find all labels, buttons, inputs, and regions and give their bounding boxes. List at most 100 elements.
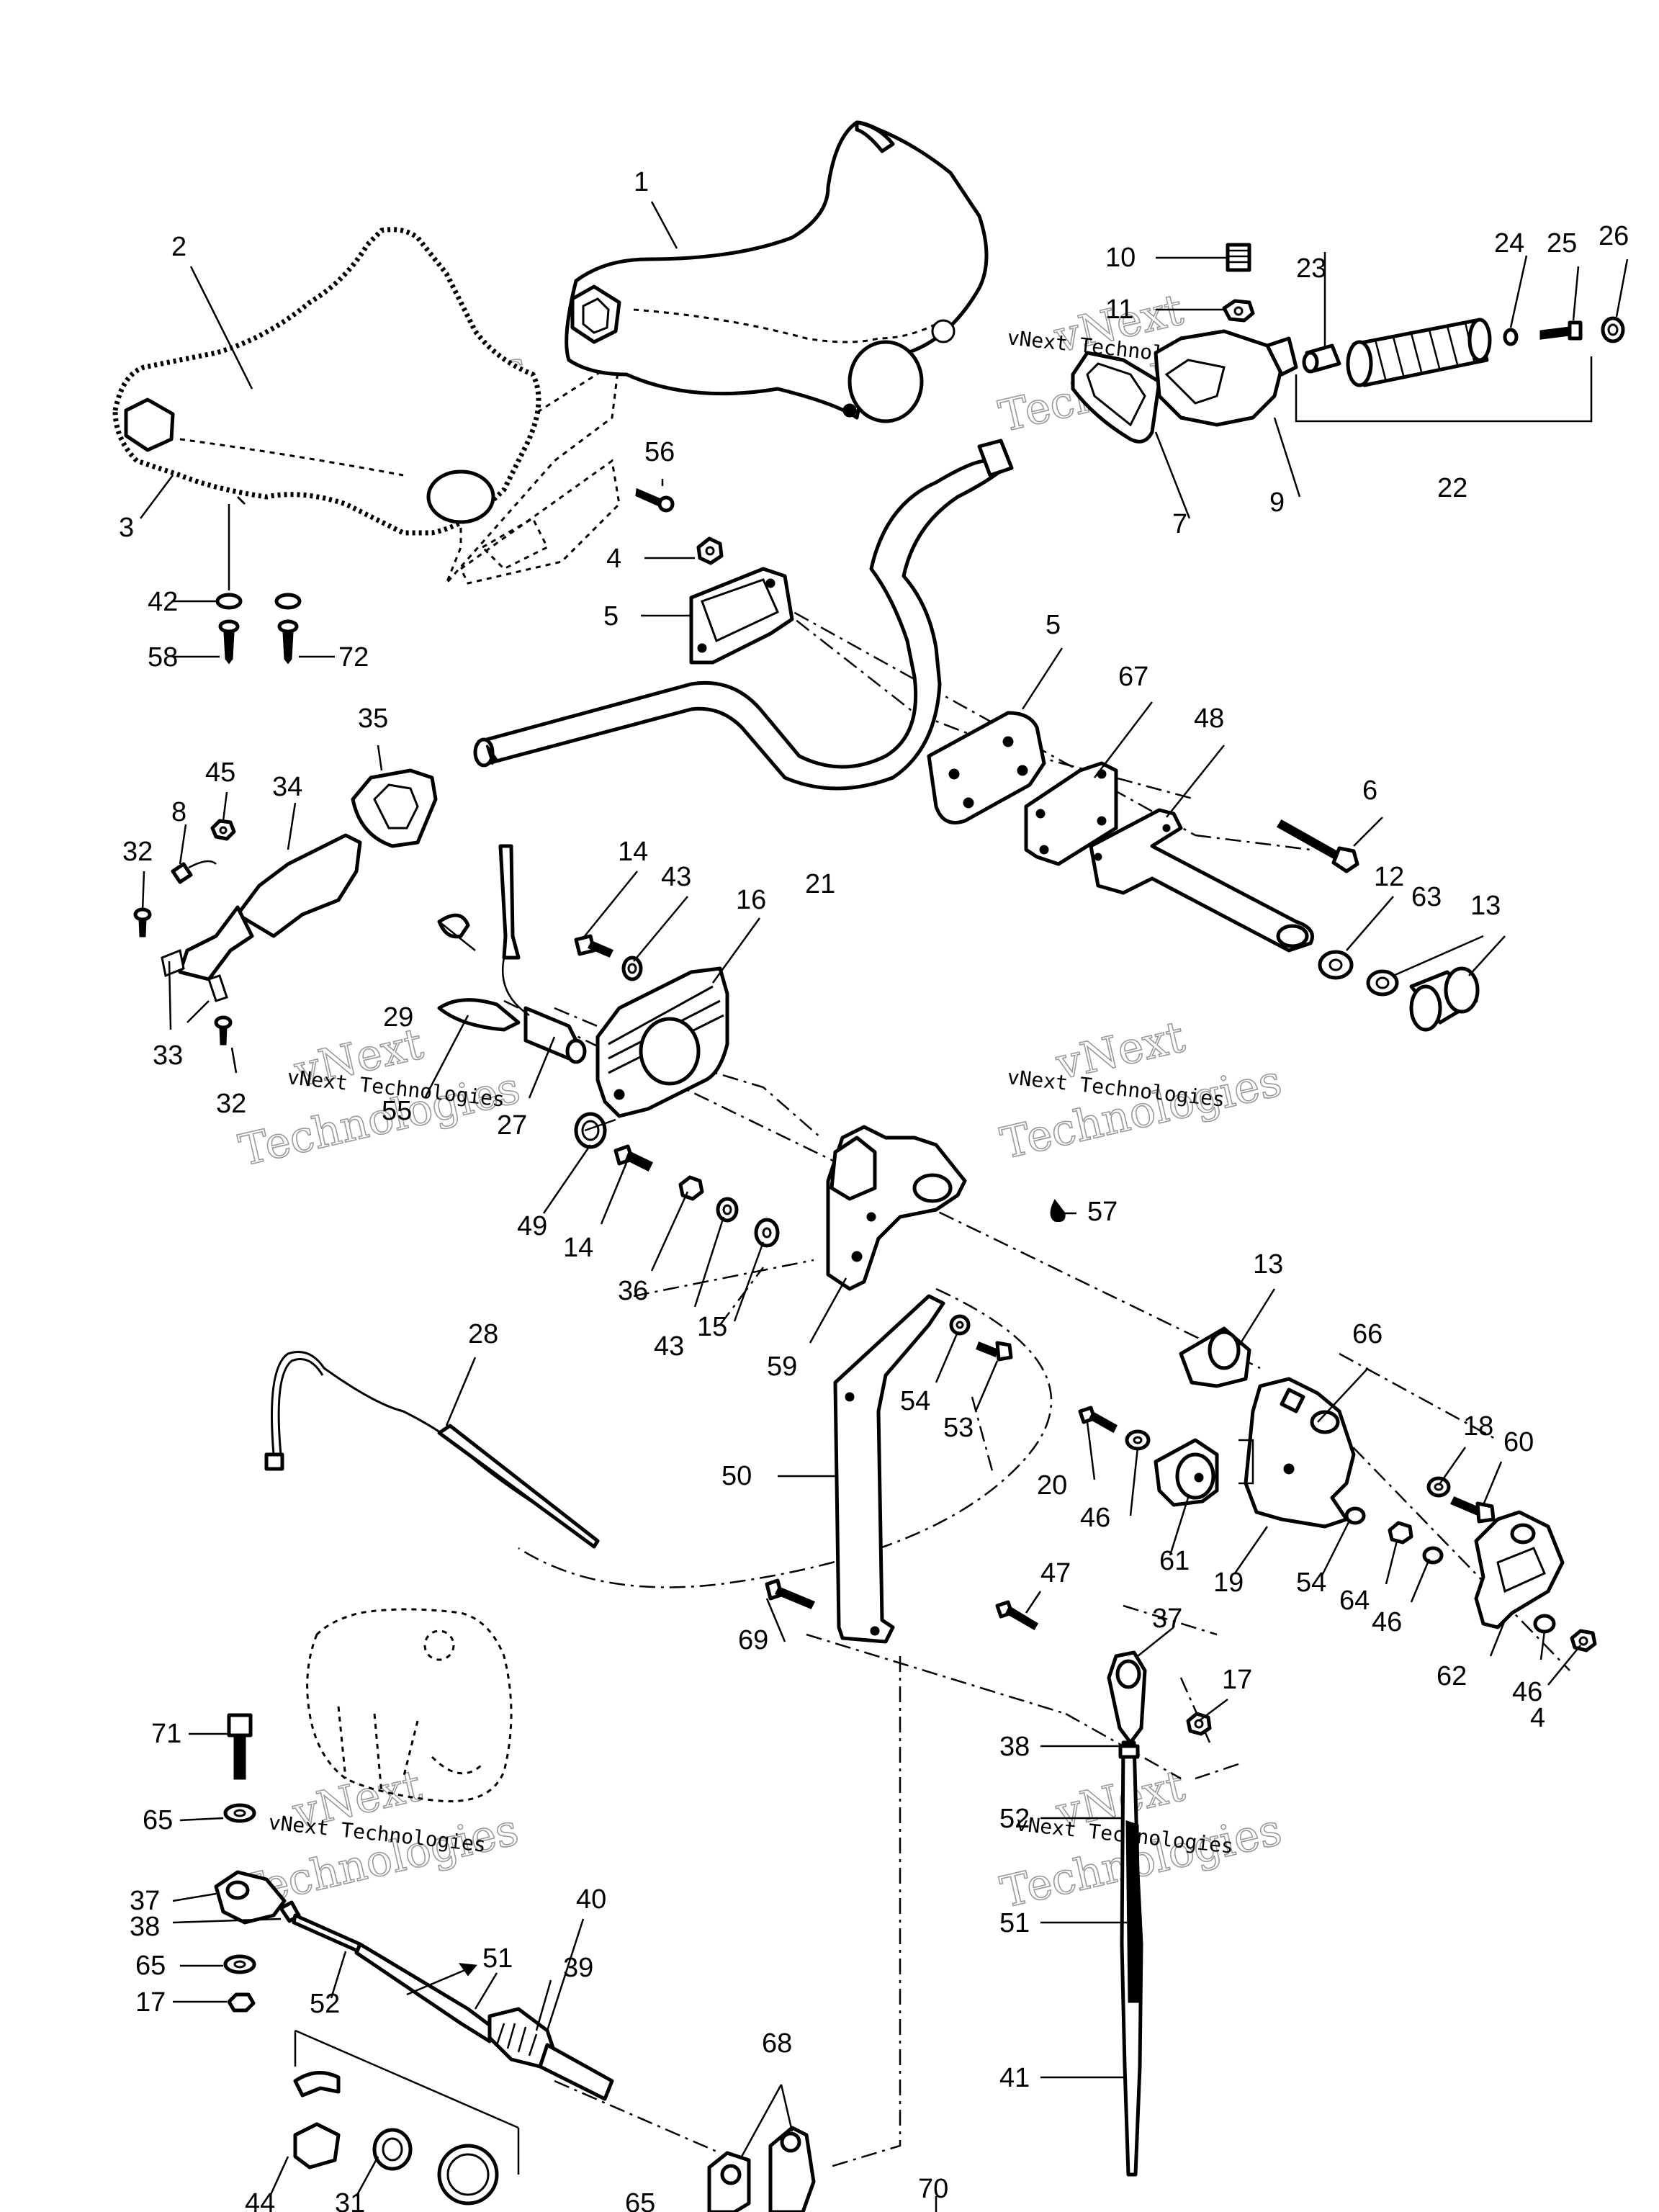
leader-lines	[140, 201, 1629, 2212]
callout-36: 36	[618, 1276, 648, 1306]
part-67-plate	[1024, 761, 1118, 866]
part-51-cable-right	[1118, 1740, 1143, 2177]
callout-49: 49	[517, 1211, 547, 1241]
part-15-washer	[754, 1218, 780, 1248]
part-57-grease-drop	[1050, 1199, 1066, 1222]
callout-7: 7	[1172, 509, 1187, 539]
part-63-washer	[1366, 969, 1399, 997]
part-8-clip	[171, 860, 217, 884]
part-61-roller	[1154, 1438, 1219, 1507]
callout-9: 9	[1269, 487, 1285, 518]
callout-44: 44	[245, 2188, 275, 2212]
part-12-washer	[1318, 950, 1354, 980]
callout-62: 62	[1437, 1661, 1467, 1691]
part-62-link	[1474, 1510, 1565, 1629]
callout-40: 40	[576, 1884, 606, 1915]
callout-60: 60	[1503, 1427, 1534, 1457]
part-10-screw	[1226, 243, 1251, 272]
callout-4-bottom: 4	[1530, 1703, 1545, 1733]
part-65-washer-lower	[223, 1954, 256, 1974]
callout-19: 19	[1213, 1568, 1244, 1598]
part-45-nut	[210, 819, 236, 841]
callout-13-upper: 13	[1470, 891, 1501, 921]
callout-51-right: 51	[999, 1908, 1030, 1938]
callout-53: 53	[943, 1413, 974, 1443]
part-42-washers	[215, 593, 302, 610]
part-50-arm	[833, 1294, 945, 1644]
callout-29: 29	[383, 1002, 413, 1033]
part-45-large-ring	[437, 2144, 499, 2206]
callout-50: 50	[721, 1461, 752, 1491]
part-5-clamp-upper	[689, 567, 794, 665]
steering-nozzle-hole	[423, 1629, 455, 1661]
part-46-washer-right	[1533, 1614, 1556, 1634]
callout-25: 25	[1547, 228, 1577, 258]
part-13-bushing-upper	[1409, 966, 1480, 1032]
part-46-washer-mid	[1422, 1546, 1444, 1565]
part-49-ring	[574, 1112, 607, 1149]
callout-18: 18	[1463, 1411, 1493, 1442]
part-56-screw	[635, 487, 675, 513]
part-20-bolt	[1078, 1406, 1118, 1434]
part-14-bolt-upper	[574, 934, 614, 958]
callout-38-left: 38	[130, 1912, 160, 1942]
steering-nozzle-outline	[306, 1608, 513, 1803]
callout-55: 55	[382, 1096, 412, 1126]
callout-63: 63	[1411, 882, 1442, 912]
callout-32-upper: 32	[122, 837, 153, 867]
callout-38-right: 38	[999, 1732, 1030, 1762]
callout-21: 21	[805, 869, 835, 899]
part-16-bearing-block	[595, 966, 729, 1118]
callout-39: 39	[563, 1953, 593, 1983]
bracket-31-44	[295, 2029, 519, 2129]
callout-37-left: 37	[130, 1886, 160, 1916]
part-54-washer-lower	[1344, 1506, 1366, 1525]
callout-65-bottom: 65	[625, 2188, 655, 2212]
part-68-clamp-halves	[707, 2126, 816, 2212]
callout-26: 26	[1599, 221, 1629, 251]
assembly-lines	[237, 358, 1570, 2169]
part-26-end-cap	[1601, 316, 1625, 343]
callout-34: 34	[272, 772, 302, 802]
part-53-bolt	[976, 1341, 1013, 1362]
callout-6: 6	[1362, 775, 1377, 806]
part-40-39-fitting	[487, 2007, 614, 2101]
part-11-nut	[1222, 299, 1255, 323]
callout-33: 33	[153, 1040, 183, 1071]
callout-41: 41	[999, 2063, 1030, 2093]
callout-72: 72	[338, 642, 369, 673]
part-4-nut-top	[696, 536, 724, 565]
callout-52-left: 52	[310, 1989, 340, 2019]
callout-14-lower: 14	[563, 1233, 593, 1263]
part-2-foam-pad	[112, 227, 541, 536]
part-29-clip	[437, 913, 470, 939]
callout-61: 61	[1159, 1546, 1190, 1576]
callout-16: 16	[736, 885, 766, 915]
callout-32-lower: 32	[216, 1089, 246, 1119]
callout-46-left: 46	[1080, 1503, 1110, 1533]
callout-45: 45	[205, 757, 235, 788]
gasket-cutout	[480, 516, 549, 570]
callout-labels: 1 2 3 4 4 5 5 6 7 8 9 10 11 12 13 13 14 …	[119, 167, 1629, 2212]
callout-37-right: 37	[1152, 1604, 1182, 1634]
part-6-bolt	[1276, 819, 1359, 873]
callout-4-top: 4	[606, 544, 621, 574]
callout-67: 67	[1118, 662, 1148, 692]
part-23-pin	[1302, 343, 1341, 374]
callout-1: 1	[634, 167, 649, 197]
callout-54-upper: 54	[900, 1386, 930, 1416]
callout-64: 64	[1339, 1586, 1370, 1616]
bracket-22	[1295, 356, 1593, 423]
part-37-ball-joint-right	[1107, 1650, 1147, 1745]
part-54-washer-upper	[949, 1314, 971, 1336]
part-52-cable-rod	[292, 1913, 362, 1954]
part-13-bushing-lower	[1179, 1326, 1251, 1388]
callout-43-lower: 43	[654, 1331, 684, 1362]
callout-42: 42	[148, 587, 178, 617]
callout-47: 47	[1040, 1558, 1071, 1588]
callout-17-right: 17	[1222, 1665, 1252, 1695]
part-66-plate	[1244, 1377, 1356, 1529]
callout-8: 8	[171, 797, 186, 827]
part-64-nut	[1388, 1521, 1413, 1545]
callout-35: 35	[358, 703, 388, 734]
